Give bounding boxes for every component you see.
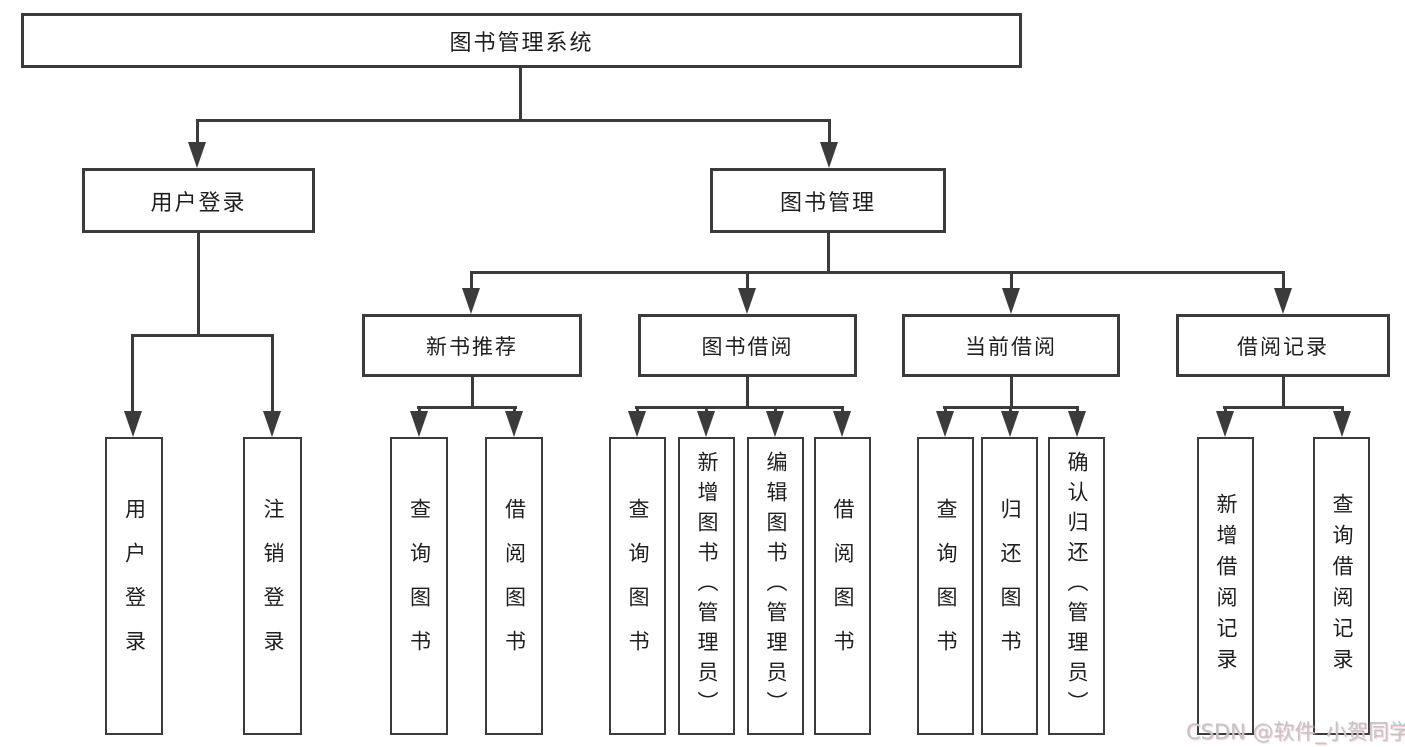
node-borrow-records: 借阅记录 <box>1176 314 1390 377</box>
connector-line <box>1076 406 1079 412</box>
leaf-label: 借阅图书 <box>502 498 527 674</box>
leaf-edit-books-admin: 编辑图书（管理员） <box>747 437 804 735</box>
connector-line <box>828 119 831 143</box>
node-new-book-recommend: 新书推荐 <box>362 314 582 377</box>
connector-line <box>196 119 199 143</box>
node-user-login: 用户登录 <box>82 168 315 233</box>
leaf-return-books: 归还图书 <box>981 437 1038 735</box>
leaf-add-borrow-record: 新增借阅记录 <box>1197 437 1254 735</box>
leaf-logout: 注销登录 <box>243 437 302 735</box>
leaf-label: 查询图书 <box>407 498 432 674</box>
connector-line <box>1282 271 1285 288</box>
connector-line <box>471 377 474 408</box>
connector-arrow <box>1274 288 1292 314</box>
node-label: 图书借阅 <box>701 334 794 359</box>
connector-line <box>774 406 777 412</box>
connector-line <box>417 406 517 409</box>
connector-arrow <box>1216 411 1234 437</box>
connector-line <box>746 271 749 288</box>
node-label: 用户登录 <box>150 190 247 216</box>
node-library-management-system: 图书管理系统 <box>21 13 1022 68</box>
connector-line <box>1223 406 1344 409</box>
node-current-borrow: 当前借阅 <box>902 314 1120 377</box>
node-label: 新书推荐 <box>426 334 518 359</box>
connector-line <box>418 406 421 412</box>
connector-line <box>1224 406 1227 412</box>
connector-line <box>470 271 473 288</box>
connector-arrow <box>766 411 784 437</box>
connector-arrow <box>833 411 851 437</box>
leaf-confirm-return-admin: 确认归还（管理员） <box>1048 437 1105 735</box>
leaf-query-books-recommend: 查询图书 <box>390 437 448 735</box>
connector-arrow <box>124 411 142 437</box>
leaf-label: 确认归还（管理员） <box>1065 451 1089 721</box>
leaf-label: 注销登录 <box>261 498 285 674</box>
connector-arrow <box>505 411 523 437</box>
leaf-label: 新增图书（管理员） <box>695 451 719 721</box>
leaf-add-books-admin: 新增图书（管理员） <box>678 437 735 735</box>
connector-line <box>944 406 947 412</box>
connector-line <box>705 406 708 412</box>
connector-line <box>519 68 522 120</box>
connector-arrow <box>188 142 206 168</box>
leaf-query-books-borrow: 查询图书 <box>609 437 666 735</box>
leaf-label: 借阅图书 <box>831 498 855 674</box>
connector-arrow <box>410 411 428 437</box>
leaf-user-login: 用户登录 <box>105 437 163 735</box>
leaf-label: 编辑图书（管理员） <box>764 451 788 721</box>
node-book-borrow: 图书借阅 <box>638 314 857 377</box>
connector-line <box>841 406 844 412</box>
leaf-borrow-books: 借阅图书 <box>814 437 871 735</box>
connector-line <box>470 271 1285 274</box>
leaf-borrow-books-recommend: 借阅图书 <box>485 437 543 735</box>
connector-arrow <box>738 288 756 314</box>
node-label: 图书管理系统 <box>449 30 594 56</box>
connector-arrow <box>263 411 281 437</box>
connector-line <box>1010 377 1013 408</box>
node-label: 借阅记录 <box>1237 334 1329 359</box>
connector-line <box>1009 406 1012 412</box>
connector-line <box>1282 377 1285 408</box>
node-label: 图书管理 <box>779 190 876 216</box>
node-label: 当前借阅 <box>965 334 1057 359</box>
connector-line <box>131 334 273 337</box>
leaf-label: 新增借阅记录 <box>1214 493 1238 679</box>
leaf-label: 用户登录 <box>122 498 147 674</box>
connector-line <box>513 406 516 412</box>
connector-arrow <box>1001 411 1019 437</box>
connector-line <box>746 377 749 408</box>
connector-arrow <box>820 142 838 168</box>
connector-arrow <box>1002 288 1020 314</box>
leaf-query-books-current: 查询图书 <box>917 437 974 735</box>
connector-arrow <box>697 411 715 437</box>
leaf-label: 归还图书 <box>998 498 1022 674</box>
node-book-management: 图书管理 <box>710 168 946 233</box>
connector-line <box>636 406 639 412</box>
leaf-query-borrow-record: 查询借阅记录 <box>1313 437 1370 735</box>
connector-arrow <box>936 411 954 437</box>
connector-line <box>271 334 274 411</box>
csdn-watermark: CSDN @软件_小贺同学 <box>1186 720 1405 744</box>
connector-arrow <box>628 411 646 437</box>
connector-line <box>131 334 134 411</box>
connector-line <box>1341 406 1344 412</box>
leaf-label: 查询借阅记录 <box>1330 493 1354 679</box>
connector-line <box>635 406 844 409</box>
connector-arrow <box>1068 411 1086 437</box>
connector-arrow <box>1333 411 1351 437</box>
leaf-label: 查询图书 <box>626 498 650 674</box>
leaf-label: 查询图书 <box>934 498 958 674</box>
connector-line <box>197 233 200 337</box>
connector-arrow <box>462 288 480 314</box>
connector-line <box>1010 271 1013 288</box>
connector-line <box>827 233 830 274</box>
connector-line <box>196 119 831 122</box>
